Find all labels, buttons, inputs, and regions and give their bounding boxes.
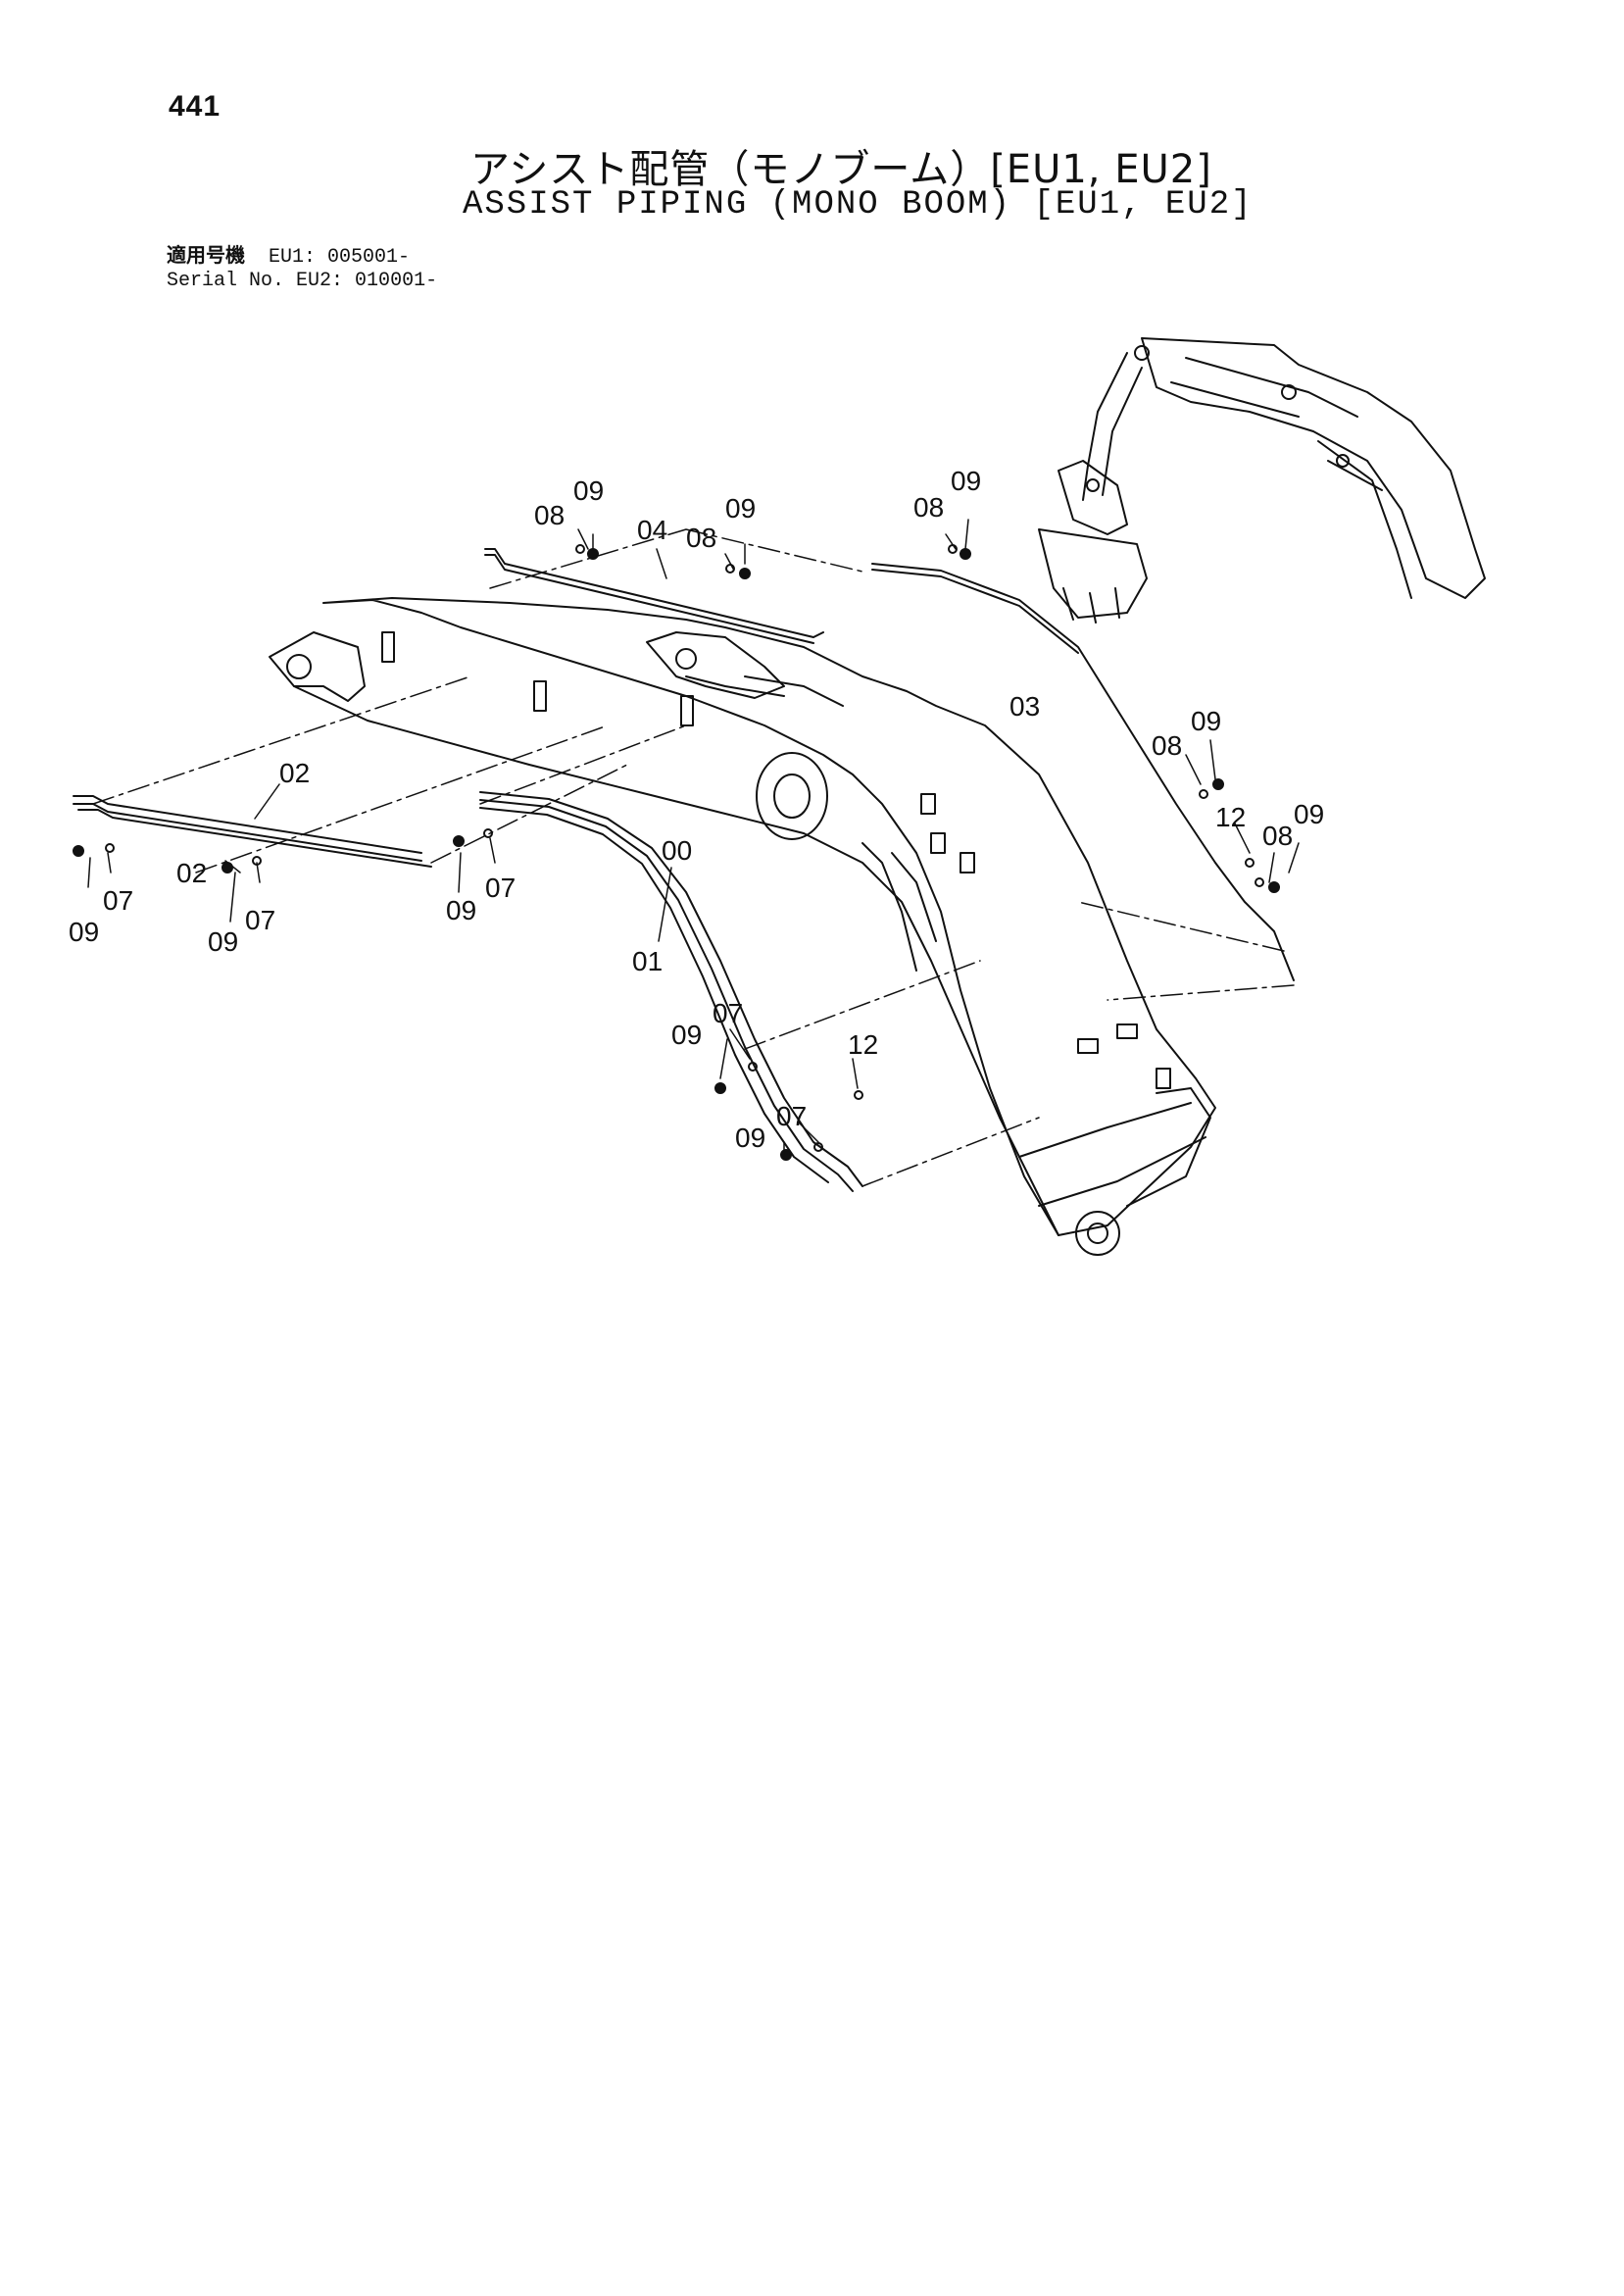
- serial-label-en: Serial No.: [167, 270, 285, 292]
- callout-label: 09: [1191, 706, 1221, 736]
- callout-label: 07: [776, 1101, 807, 1131]
- pipe-04: [484, 548, 824, 644]
- callout-label: 07: [245, 905, 275, 935]
- callout-label: 09: [951, 466, 981, 496]
- callout-label: 12: [848, 1029, 878, 1060]
- callout-label: 09: [208, 926, 238, 957]
- callout-label: 09: [446, 895, 476, 925]
- serial-eu2: EU2: 010001-: [296, 270, 438, 292]
- serial-number-block: 適用号機 EU1: 005001- Serial No. EU2: 010001…: [167, 243, 437, 293]
- callout-label: 07: [485, 873, 516, 903]
- serial-eu1: EU1: 005001-: [269, 246, 411, 269]
- pipe-02: [73, 795, 432, 868]
- pipe-00-01: [479, 791, 863, 1192]
- callout-label: 09: [671, 1020, 702, 1050]
- callout-label: 09: [69, 917, 99, 947]
- callout-label: 08: [686, 523, 716, 553]
- title-english: ASSIST PIPING (MONO BOOM) [EU1, EU2]: [463, 186, 1254, 224]
- excavator-inset-illustration: [1038, 337, 1486, 624]
- callout-label: 09: [735, 1123, 765, 1153]
- serial-label-ja: 適用号機: [167, 243, 245, 267]
- callout-label: 02: [279, 758, 310, 788]
- callout-leaders: [87, 519, 1300, 1158]
- callout-label: 09: [1294, 799, 1324, 829]
- title-japanese: アシスト配管（モノブーム）[EU1, EU2]: [470, 147, 1212, 192]
- boom-illustration: [269, 597, 1216, 1256]
- callout-label: 12: [1215, 802, 1246, 832]
- callout-label: 01: [632, 946, 663, 976]
- page-number: 441: [169, 90, 221, 123]
- callout-label: 07: [103, 885, 133, 916]
- leader-lines: [92, 528, 1295, 1187]
- callout-label: 00: [662, 835, 692, 866]
- callout-labels: 08 09 04 08 09 08 09 02 02 07 09 09 07 0…: [69, 466, 1324, 1153]
- callout-label: 03: [1009, 691, 1040, 722]
- callout-label: 08: [1262, 821, 1293, 851]
- callout-label: 02: [176, 858, 207, 888]
- callout-label: 07: [713, 998, 743, 1028]
- pipe-03: [871, 563, 1295, 981]
- callout-label: 09: [725, 493, 756, 524]
- bolt-markers: [73, 544, 1280, 1161]
- callout-label: 08: [1152, 730, 1182, 761]
- callout-label: 09: [573, 475, 604, 506]
- callout-label: 04: [637, 515, 667, 545]
- callout-label: 08: [913, 492, 944, 523]
- callout-label: 08: [534, 500, 565, 530]
